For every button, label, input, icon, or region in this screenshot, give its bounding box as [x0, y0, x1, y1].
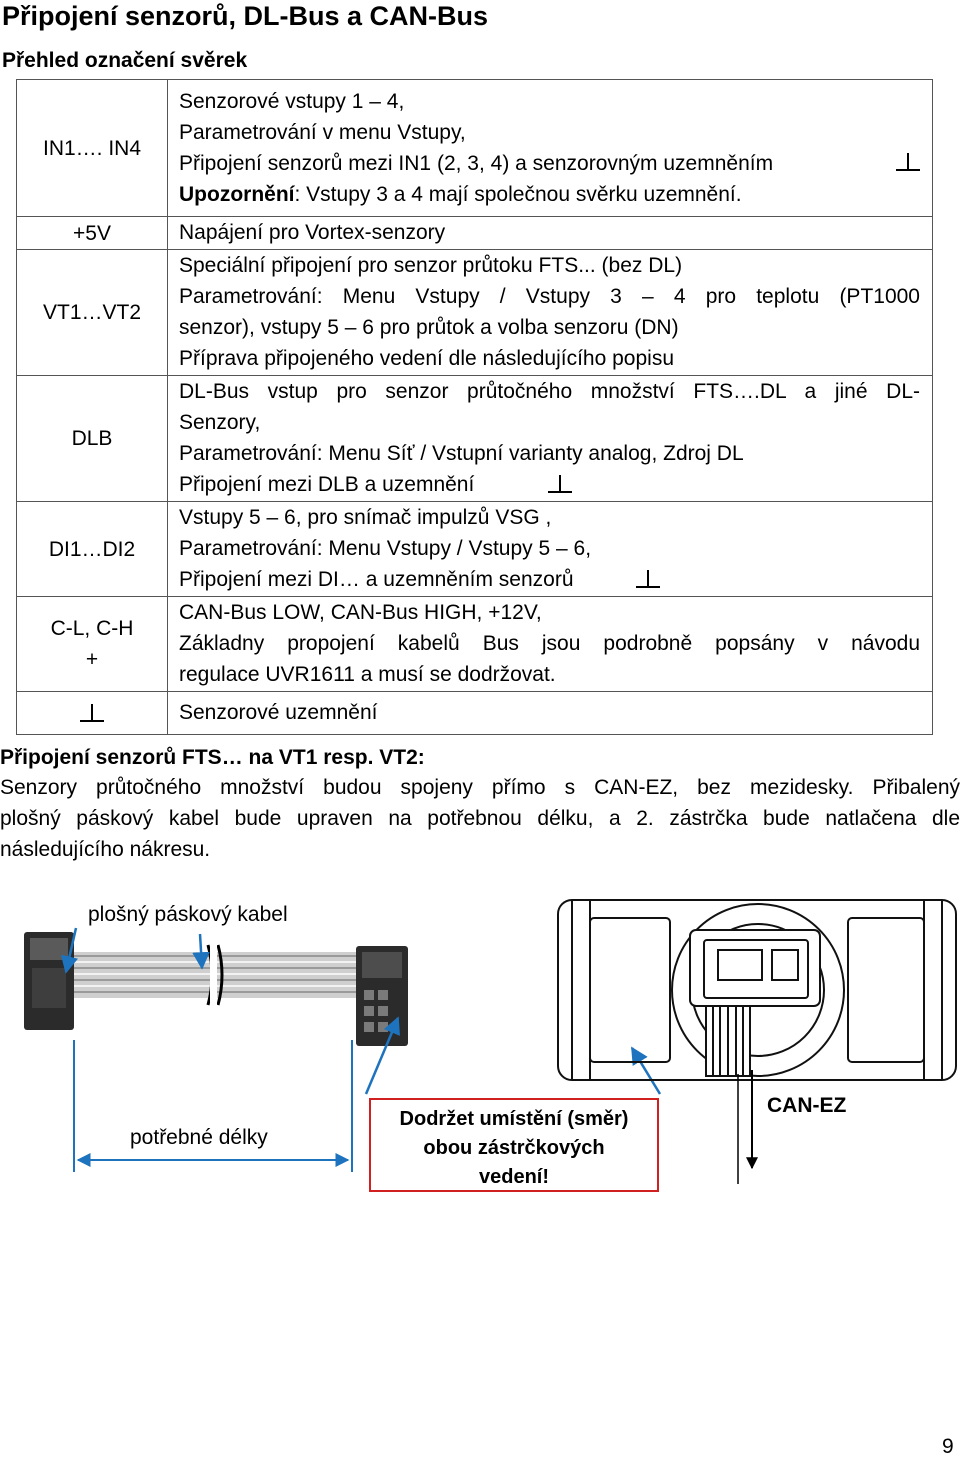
- can-ez-label: CAN-EZ: [767, 1094, 847, 1117]
- pointer-arrow: [192, 933, 210, 970]
- terminal-description: Senzorové vstupy 1 – 4, Parametrování v …: [167, 79, 933, 217]
- terminal-label: DLB: [16, 375, 168, 502]
- terminal-description: Napájení pro Vortex-senzory: [167, 216, 933, 250]
- terminal-label: C-L, C-H +: [16, 596, 168, 692]
- sensor-wires: [705, 1005, 751, 1077]
- ground-symbol-icon: [548, 475, 573, 495]
- terminal-label: IN1…. IN4: [16, 79, 168, 217]
- left-connector: [24, 932, 74, 1030]
- terminal-description: DL-Bus vstup pro senzor průtočného množs…: [167, 375, 933, 502]
- terminal-label: +5V: [16, 216, 168, 250]
- cable-diagram: [24, 899, 957, 1184]
- section-heading-fts: Připojení senzorů FTS… na VT1 resp. VT2:: [0, 746, 425, 769]
- terminal-label: [16, 691, 168, 735]
- cable-label: plošný páskový kabel: [88, 903, 288, 926]
- table-row: IN1…. IN4 Senzorové vstupy 1 – 4, Parame…: [16, 79, 933, 217]
- terminal-description: Vstupy 5 – 6, pro snímač impulzů VSG , P…: [167, 501, 933, 597]
- page-number: 9: [942, 1435, 954, 1458]
- terminal-description: CAN-Bus LOW, CAN-Bus HIGH, +12V, Základn…: [167, 596, 933, 692]
- section-heading-overview: Přehled označení svěrek: [2, 49, 248, 72]
- ground-symbol-icon: [635, 570, 660, 590]
- pointer-arrow: [364, 1016, 400, 1095]
- fts-paragraph: Senzory průtočného množství budou spojen…: [0, 776, 960, 861]
- pointer-arrow: [60, 927, 79, 974]
- table-row: C-L, C-H + CAN-Bus LOW, CAN-Bus HIGH, +1…: [16, 596, 933, 692]
- table-row: DI1…DI2 Vstupy 5 – 6, pro snímač impulzů…: [16, 501, 933, 597]
- table-row: +5V Napájení pro Vortex-senzory: [16, 216, 933, 250]
- right-connector: [356, 946, 408, 1046]
- flow-sensor: [557, 899, 957, 1081]
- terminal-description: Senzorové uzemnění: [167, 691, 933, 735]
- terminal-label: VT1…VT2: [16, 249, 168, 376]
- pointer-arrow: [630, 1046, 662, 1095]
- table-row: Senzorové uzemnění: [16, 691, 933, 735]
- terminal-table: IN1…. IN4 Senzorové vstupy 1 – 4, Parame…: [16, 79, 933, 735]
- page-title: Připojení senzorů, DL-Bus a CAN-Bus: [2, 1, 489, 31]
- ground-symbol-icon: [80, 703, 104, 724]
- ribbon-cable: [60, 944, 380, 1006]
- ground-symbol-icon: [896, 152, 920, 173]
- table-row: DLB DL-Bus vstup pro senzor průtočného m…: [16, 375, 933, 502]
- table-row: VT1…VT2 Speciální připojení pro senzor p…: [16, 249, 933, 376]
- terminal-label: DI1…DI2: [16, 501, 168, 597]
- terminal-description: Speciální připojení pro senzor průtoku F…: [167, 249, 933, 376]
- length-label: potřebné délky: [130, 1126, 268, 1149]
- warning-box: Dodržet umístění (směr) obou zástrčkovýc…: [369, 1098, 659, 1192]
